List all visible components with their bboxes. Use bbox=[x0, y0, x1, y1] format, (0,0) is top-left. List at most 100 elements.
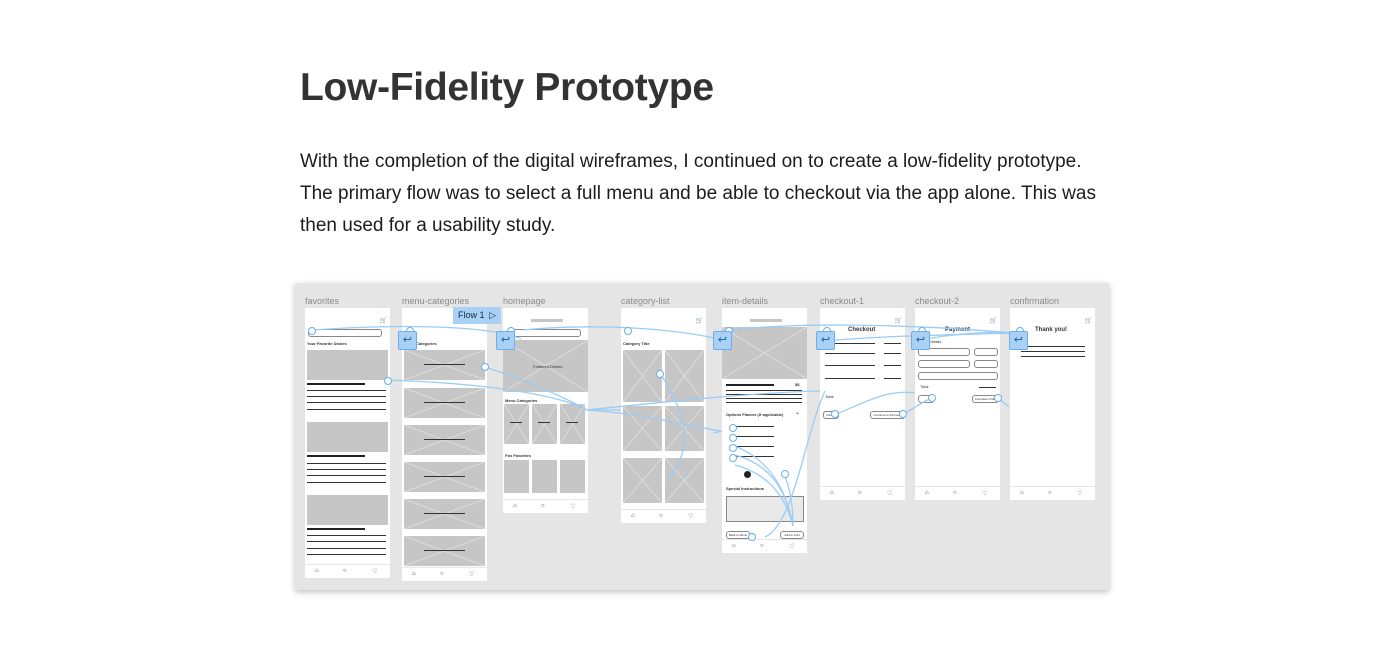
heart-icon[interactable]: ♡ bbox=[982, 491, 988, 497]
home-icon[interactable]: ⌂ bbox=[412, 571, 416, 577]
cart-line bbox=[884, 378, 901, 379]
page-title: Low-Fidelity Prototype bbox=[300, 66, 714, 109]
flow-label: Flow 1 bbox=[458, 310, 485, 320]
heart-icon[interactable]: ♡ bbox=[789, 544, 795, 550]
dish-image bbox=[722, 327, 807, 379]
heart-icon[interactable]: ♡ bbox=[1077, 491, 1083, 497]
frame-label-confirmation[interactable]: confirmation bbox=[1010, 296, 1060, 306]
hotspot[interactable] bbox=[928, 394, 936, 402]
quantity-minus[interactable] bbox=[744, 471, 751, 478]
screen-homepage[interactable]: Featured Dishes Menu Categories Fan Favo… bbox=[503, 308, 588, 513]
dish-tile bbox=[623, 406, 662, 451]
category-tile bbox=[404, 350, 485, 380]
heart-icon[interactable]: ♡ bbox=[372, 569, 378, 575]
hotspot[interactable] bbox=[831, 410, 839, 418]
search-icon[interactable]: ○ bbox=[953, 490, 957, 496]
text-line bbox=[307, 409, 386, 410]
tab-bar: ⌂ ○ ♡ bbox=[621, 509, 706, 523]
hotspot[interactable] bbox=[308, 327, 316, 335]
play-icon[interactable]: ▷ bbox=[489, 310, 496, 320]
hotspot[interactable] bbox=[899, 410, 907, 418]
home-icon[interactable]: ⌂ bbox=[513, 503, 517, 509]
flow-start-tag[interactable]: Flow 1 ▷ bbox=[453, 307, 501, 324]
categories-heading: Categories bbox=[416, 341, 437, 346]
heart-icon[interactable]: ♡ bbox=[570, 504, 576, 510]
hotspot[interactable] bbox=[729, 454, 737, 462]
hotspot[interactable] bbox=[481, 363, 489, 371]
back-arrow-icon[interactable]: ↩ bbox=[816, 331, 835, 350]
image-placeholder bbox=[307, 422, 388, 452]
search-icon[interactable]: ○ bbox=[440, 571, 444, 577]
category-card bbox=[560, 404, 585, 444]
card-number-field[interactable] bbox=[918, 348, 970, 356]
header-bar bbox=[531, 319, 563, 322]
cart-line bbox=[884, 353, 901, 354]
hotspot[interactable] bbox=[781, 470, 789, 478]
frame-label-favorites[interactable]: favorites bbox=[305, 296, 340, 306]
name-field[interactable] bbox=[918, 360, 970, 368]
total-label: Total bbox=[920, 384, 929, 389]
search-icon[interactable]: ○ bbox=[760, 543, 764, 549]
home-icon[interactable]: ⌂ bbox=[732, 543, 736, 549]
text-line bbox=[307, 528, 365, 530]
option-line bbox=[736, 426, 774, 427]
hotspot[interactable] bbox=[729, 424, 737, 432]
hotspot[interactable] bbox=[656, 370, 664, 378]
home-icon[interactable]: ⌂ bbox=[631, 513, 635, 519]
frame-label-checkout-1[interactable]: checkout-1 bbox=[820, 296, 865, 306]
screen-menu-categories[interactable]: 🛒 Categories ⌂ ○ ♡ bbox=[402, 308, 487, 581]
home-icon[interactable]: ⌂ bbox=[1020, 490, 1024, 496]
screen-checkout-2[interactable]: 🛒 Payment Details Total Complete Order ⌂… bbox=[915, 308, 1000, 500]
back-arrow-icon[interactable]: ↩ bbox=[713, 331, 732, 350]
home-icon[interactable]: ⌂ bbox=[830, 490, 834, 496]
back-arrow-icon[interactable]: ↩ bbox=[496, 331, 515, 350]
prototype-connections bbox=[311, 324, 1016, 538]
heart-icon[interactable]: ♡ bbox=[887, 491, 893, 497]
hotspot[interactable] bbox=[624, 327, 632, 335]
frame-label-checkout-2[interactable]: checkout-2 bbox=[915, 296, 960, 306]
details-label: Details bbox=[929, 339, 942, 344]
screen-favorites[interactable]: 🛒 Your Favorite Dishes ⌂ ○ ♡ bbox=[305, 308, 390, 578]
frame-label-homepage[interactable]: homepage bbox=[503, 296, 546, 306]
cvv-field[interactable] bbox=[974, 360, 998, 368]
cart-icon: 🛒 bbox=[379, 318, 387, 324]
search-icon[interactable]: ○ bbox=[541, 503, 545, 509]
add-to-cart-button[interactable]: Add to Cart bbox=[780, 531, 804, 539]
frame-label-item-details[interactable]: item-details bbox=[722, 296, 769, 306]
search-icon[interactable]: ○ bbox=[1048, 490, 1052, 496]
checkout-heading: Checkout bbox=[848, 327, 876, 333]
home-icon[interactable]: ⌂ bbox=[925, 490, 929, 496]
text-line bbox=[1021, 356, 1085, 357]
text-line bbox=[307, 383, 365, 385]
cart-line bbox=[884, 365, 901, 366]
frame-label-category-list[interactable]: category-list bbox=[621, 296, 670, 306]
hotspot[interactable] bbox=[994, 394, 1002, 402]
address-field[interactable] bbox=[918, 372, 998, 380]
heart-icon[interactable]: ♡ bbox=[469, 572, 475, 578]
search-icon[interactable]: ○ bbox=[858, 490, 862, 496]
hotspot[interactable] bbox=[729, 444, 737, 452]
text-line bbox=[307, 541, 386, 542]
text-line bbox=[726, 398, 802, 399]
back-arrow-icon[interactable]: ↩ bbox=[911, 331, 930, 350]
cart-line bbox=[825, 365, 875, 366]
back-arrow-icon[interactable]: ↩ bbox=[398, 331, 417, 350]
search-icon[interactable]: ○ bbox=[659, 513, 663, 519]
text-line bbox=[307, 463, 386, 464]
tab-bar: ⌂ ○ ♡ bbox=[722, 539, 807, 553]
hotspot[interactable] bbox=[729, 434, 737, 442]
fan-favorites-heading: Fan Favorites bbox=[505, 453, 532, 458]
frame-label-menu-categories[interactable]: menu-categories bbox=[402, 296, 470, 306]
hotspot[interactable] bbox=[384, 377, 392, 385]
chevron-down-icon[interactable]: ⌄ bbox=[795, 410, 801, 416]
hotspot[interactable] bbox=[748, 533, 756, 541]
heart-icon[interactable]: ♡ bbox=[688, 514, 694, 520]
text-line bbox=[307, 455, 365, 457]
text-line bbox=[726, 394, 802, 395]
search-icon[interactable]: ○ bbox=[343, 568, 347, 574]
expiry-field[interactable] bbox=[974, 348, 998, 356]
category-tile bbox=[404, 536, 485, 566]
back-arrow-icon[interactable]: ↩ bbox=[1009, 331, 1028, 350]
home-icon[interactable]: ⌂ bbox=[315, 568, 319, 574]
featured-dishes-hero bbox=[503, 340, 588, 392]
